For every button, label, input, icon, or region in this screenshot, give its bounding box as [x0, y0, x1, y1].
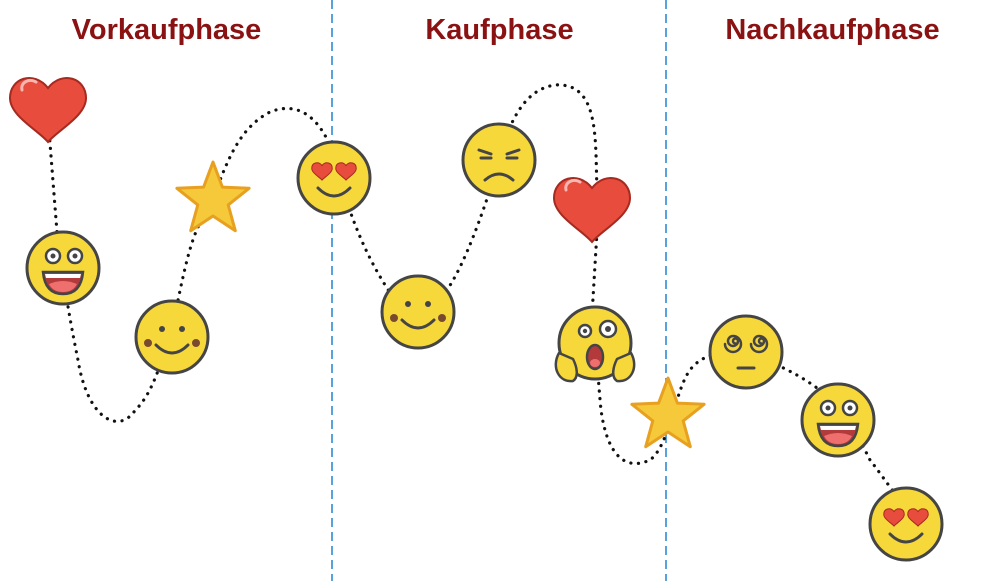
heart-icon: [552, 177, 632, 244]
heart-eyes-face-icon: [868, 486, 944, 562]
phase-title-kaufphase: Kaufphase: [425, 14, 574, 46]
heart-eyes-face-icon: [296, 140, 372, 216]
dizzy-face-icon: [708, 314, 784, 390]
sad-face-icon: [461, 122, 537, 198]
screaming-face-icon: [554, 305, 636, 383]
phase-title-vorkaufphase: Vorkaufphase: [71, 14, 262, 46]
grinning-face-icon: [25, 230, 101, 306]
phase-title-nachkaufphase: Nachkaufphase: [725, 14, 940, 46]
grinning-face-icon: [800, 382, 876, 458]
star-icon: [175, 160, 251, 233]
smiling-face-icon: [134, 299, 210, 375]
smiling-face-icon: [380, 274, 456, 350]
star-icon: [630, 376, 706, 449]
heart-icon: [8, 77, 88, 144]
